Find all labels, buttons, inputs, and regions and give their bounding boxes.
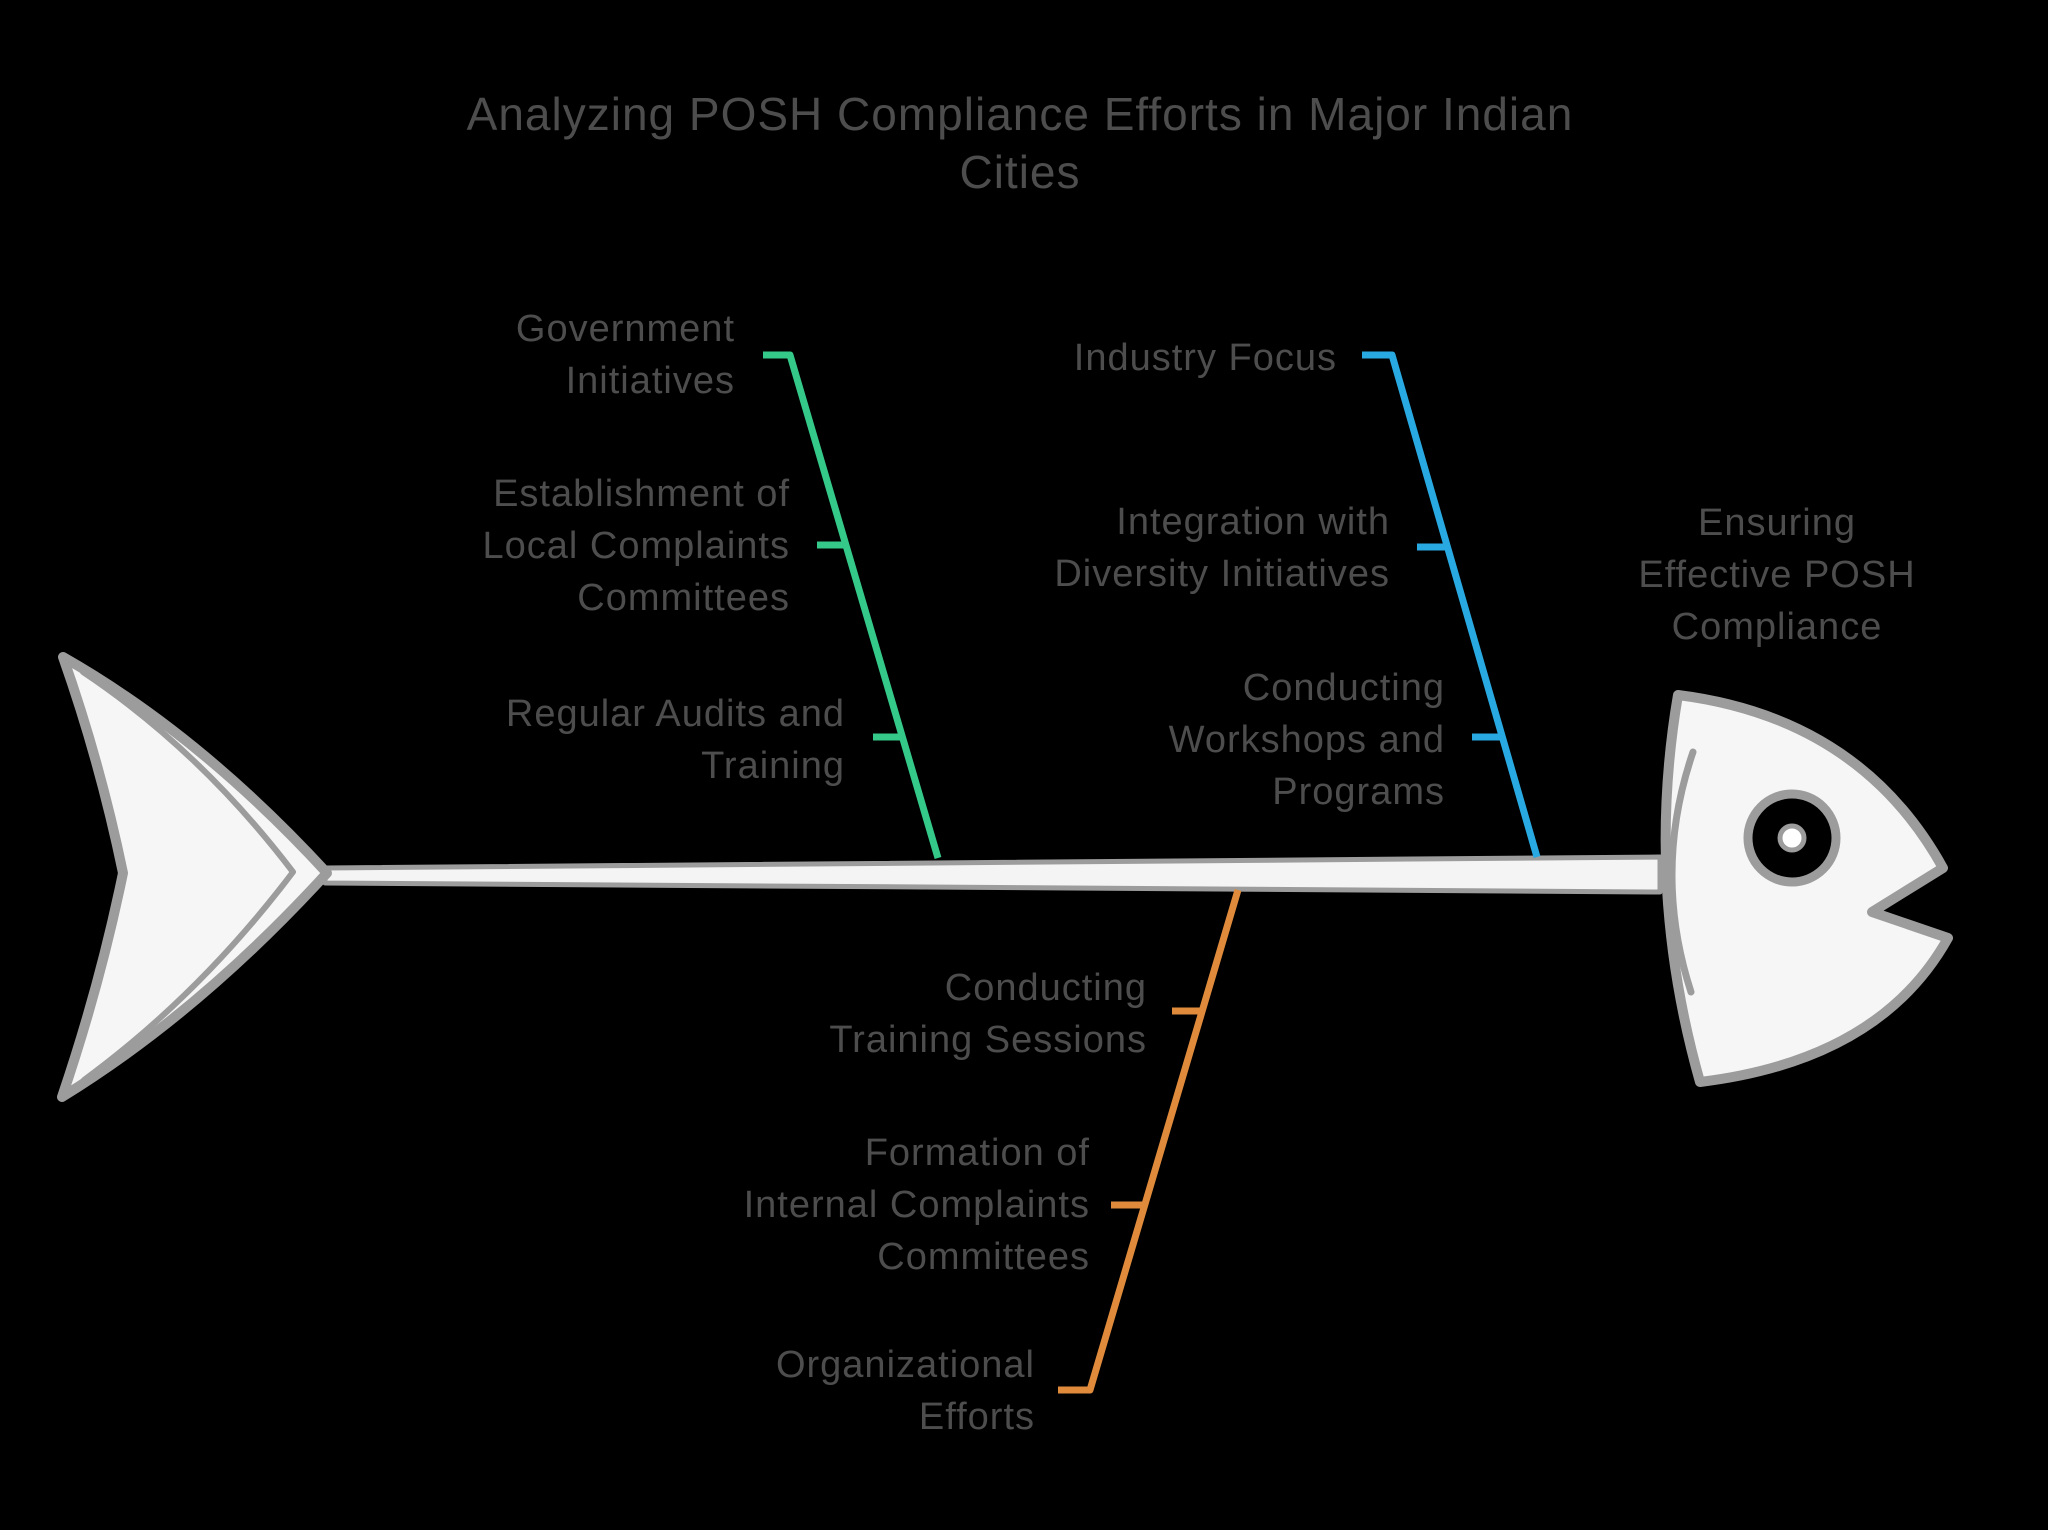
fish-eye-pupil-highlight: [1777, 823, 1807, 853]
cause-label-internal-complaints-committees: Formation of Internal Complaints Committ…: [743, 1132, 1090, 1278]
effect-label: Ensuring Effective POSH Compliance: [1638, 502, 1916, 648]
fish-gill-line: [1668, 748, 1697, 996]
fish-spine: [322, 854, 1663, 895]
category-label-industry-focus: Industry Focus: [1073, 337, 1337, 379]
branch-line: [1058, 889, 1242, 1394]
category-label-government-initiatives: Government Initiatives: [515, 308, 735, 402]
fish-head: [1660, 690, 1953, 1087]
fish-tail-inner-line: [80, 669, 296, 1083]
branch-line: [763, 351, 942, 859]
branch-organizational-efforts: [1058, 889, 1242, 1394]
fish-skeleton-group: [57, 652, 1953, 1102]
cause-label-local-complaints-committees: Establishment of Local Complaints Commit…: [482, 473, 790, 619]
branch-line: [1362, 351, 1541, 858]
cause-label-workshops-programs: Conducting Workshops and Programs: [1168, 667, 1445, 813]
cause-label-diversity-initiatives: Integration with Diversity Initiatives: [1054, 501, 1390, 595]
branch-industry-focus: [1362, 351, 1541, 858]
fish-tail: [57, 652, 332, 1102]
diagram-title: Analyzing POSH Compliance Efforts in Maj…: [466, 88, 1574, 198]
branch-government-initiatives: [763, 351, 942, 859]
cause-label-regular-audits-training: Regular Audits and Training: [505, 693, 845, 787]
category-label-organizational-efforts: Organizational Efforts: [775, 1344, 1035, 1438]
cause-label-training-sessions: Conducting Training Sessions: [829, 967, 1147, 1061]
